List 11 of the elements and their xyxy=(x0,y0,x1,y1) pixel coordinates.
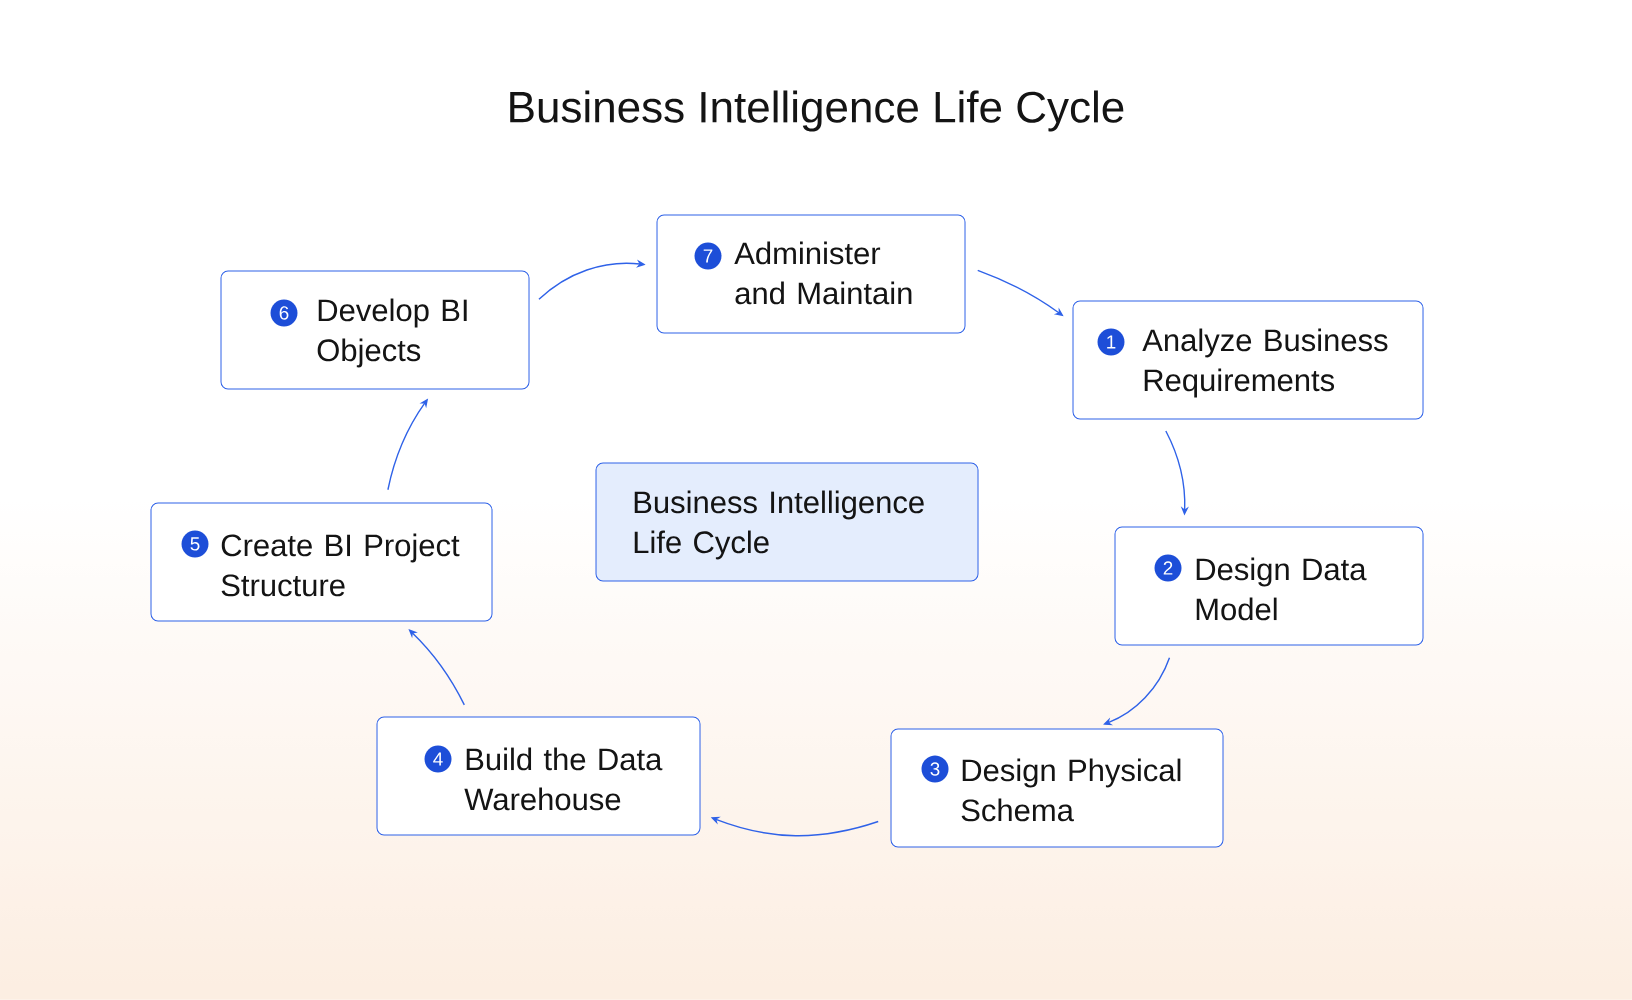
number-badge: 5 xyxy=(181,530,209,558)
number-badge: 4 xyxy=(424,745,452,773)
number-badge: 7 xyxy=(694,242,722,270)
number-badge: 1 xyxy=(1097,328,1125,356)
number-badge: 2 xyxy=(1154,554,1182,582)
arrow xyxy=(408,629,465,706)
arrow xyxy=(1103,657,1171,726)
center-box: Business Intelligence Life Cycle xyxy=(595,462,979,582)
number-badge: 3 xyxy=(921,755,949,783)
number-badge: 6 xyxy=(270,299,298,327)
title: Business Intelligence Life Cycle xyxy=(510,90,1124,132)
